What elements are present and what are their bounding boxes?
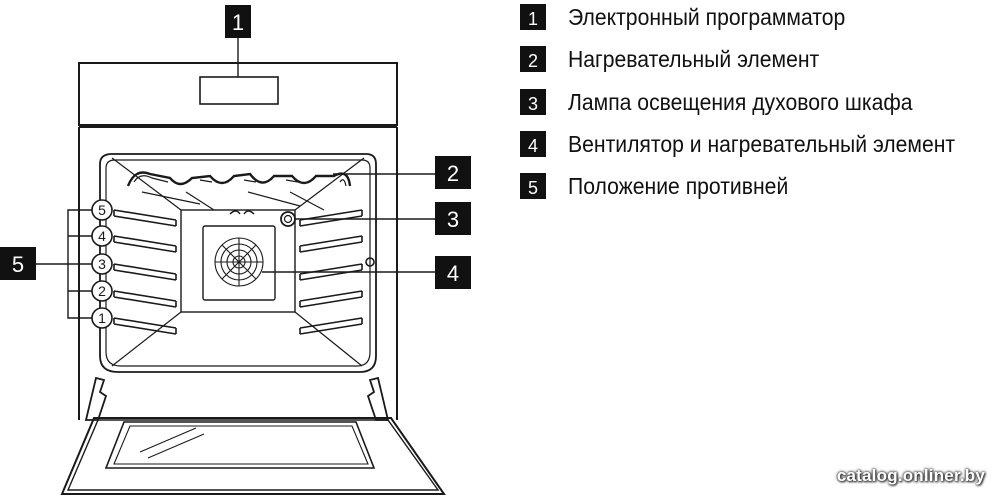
shelf-level-number: 1 [98,310,106,326]
back-wall [180,209,296,313]
legend-number: 3 [520,89,546,115]
callout-badge-2 [435,156,471,189]
legend-label: Нагревательный элемент [568,45,820,72]
shelf-rail-left [113,235,177,253]
legend-number: 2 [520,46,546,72]
door-window [104,421,376,469]
legend-number: 4 [520,131,546,157]
legend-item: 2 Нагревательный элемент [520,46,841,72]
door-hinge-left [84,376,108,421]
programmer-display [199,76,279,105]
oven-door [60,417,446,495]
callout-badge-3 [435,202,471,235]
shelf-level-circle [91,280,113,302]
callout-badge-5 [0,247,36,280]
cavity-outer [99,153,377,373]
shelf-level-number: 2 [98,283,106,299]
oven-body [78,126,398,420]
callout-number-5: 5 [12,252,24,277]
legend-item: 5 Положение противней [520,173,807,199]
legend-number: 1 [520,4,546,30]
shelf-rail-left [113,290,177,308]
legend-label: Положение противней [568,172,789,199]
legend-number: 5 [520,173,546,199]
shelf-level-number: 3 [98,256,106,272]
shelf-rail-left [113,263,177,281]
callout-number-2: 2 [447,161,459,186]
shelf-rail-right [299,290,363,308]
shelf-rail-left [113,317,177,335]
callout-badge-1 [225,5,251,38]
legend-item: 1 Электронный программатор [520,4,869,30]
shelf-level-circle [91,307,113,329]
shelf-rail-right [299,317,363,335]
legend-label: Лампа освещения духового шкафа [568,88,913,115]
callout-number-3: 3 [447,207,459,232]
legend-item: 4 Вентилятор и нагревательный элемент [520,131,989,157]
legend-item: 3 Лампа освещения духового шкафа [520,89,943,115]
shelf-rail-right [299,235,363,253]
top-heating-element [126,171,352,187]
door-hinge-right [366,376,390,421]
shelf-level-number: 4 [98,228,106,244]
fan-cover [202,225,276,301]
shelf-rail-left [113,209,177,227]
shelf-level-markers: 5 4 3 2 1 [91,199,113,329]
legend-label: Вентилятор и нагревательный элемент [568,130,956,157]
watermark: catalog.onliner.by [836,466,985,485]
shelf-level-circle [91,253,113,275]
cavity-perspective-lines [111,157,365,367]
callout-number-1: 1 [232,10,244,35]
oven-lamp [280,211,296,227]
shelf-rails [113,209,363,335]
shelf-level-circle [91,225,113,247]
legend-label: Электронный программатор [568,3,846,30]
callout-badge-4 [435,256,471,289]
shelf-rail-right [299,263,363,281]
cavity-inner-frame [105,159,371,367]
fan-grill [214,237,264,287]
shelf-rail-right [299,209,363,227]
shelf-level-circle [91,199,113,221]
shelf-level-number: 5 [98,202,106,218]
callout-number-4: 4 [447,261,459,286]
shelf-bracket [67,209,92,319]
